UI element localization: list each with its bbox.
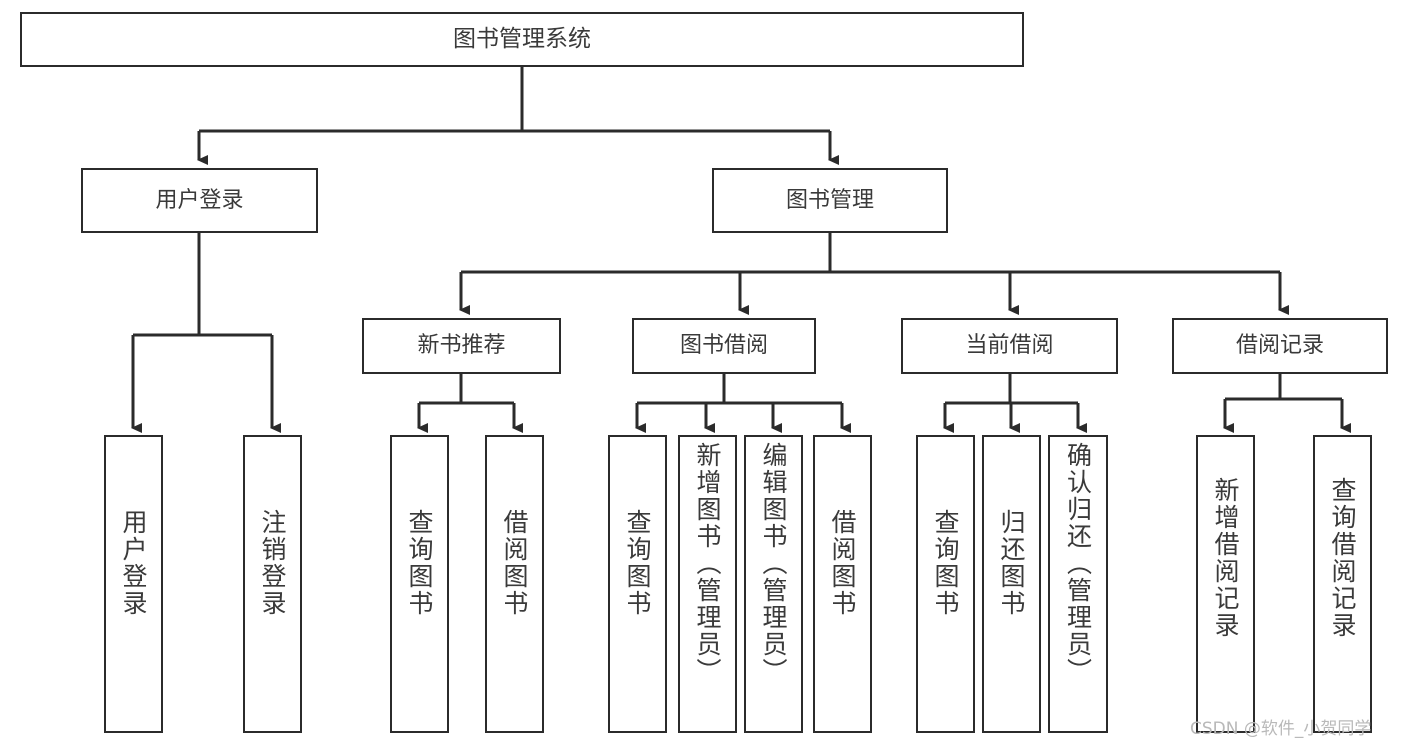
node-leaf-edit-book-admin[interactable]: 编辑图书（管理员）: [744, 435, 803, 733]
node-leaf-edit-book-admin-label: 编辑图书（管理员）: [759, 442, 788, 685]
node-book-management-label: 图书管理: [785, 187, 874, 213]
node-root-system[interactable]: 图书管理系统: [20, 12, 1024, 67]
node-leaf-confirm-return-admin[interactable]: 确认归还（管理员）: [1048, 435, 1108, 733]
csdn-watermark: CSDN @软件_小贺同学: [1190, 719, 1372, 739]
node-leaf-add-borrow-record[interactable]: 新增借阅记录: [1196, 435, 1255, 733]
node-book-borrow[interactable]: 图书借阅: [632, 318, 816, 374]
node-leaf-query-borrow-record-label: 查询借阅记录: [1328, 477, 1357, 639]
node-leaf-add-book-admin-label: 新增图书（管理员）: [693, 442, 722, 685]
node-leaf-query-book-current[interactable]: 查询图书: [916, 435, 975, 733]
node-leaf-logout[interactable]: 注销登录: [243, 435, 302, 733]
node-leaf-query-book-recommend[interactable]: 查询图书: [390, 435, 449, 733]
node-leaf-query-book-current-label: 查询图书: [931, 509, 960, 617]
node-leaf-return-book-label: 归还图书: [997, 509, 1026, 617]
node-leaf-borrow-book-label: 借阅图书: [828, 509, 857, 617]
node-borrow-records-label: 借阅记录: [1235, 333, 1324, 359]
node-current-borrow[interactable]: 当前借阅: [901, 318, 1118, 374]
node-leaf-query-book-borrow-label: 查询图书: [623, 509, 652, 617]
node-new-book-recommend-label: 新书推荐: [417, 333, 506, 359]
node-user-login[interactable]: 用户登录: [81, 168, 318, 233]
node-book-management[interactable]: 图书管理: [712, 168, 948, 233]
node-leaf-query-borrow-record[interactable]: 查询借阅记录: [1313, 435, 1372, 733]
node-leaf-return-book[interactable]: 归还图书: [982, 435, 1041, 733]
node-new-book-recommend[interactable]: 新书推荐: [362, 318, 561, 374]
node-leaf-borrow-book[interactable]: 借阅图书: [813, 435, 872, 733]
node-book-borrow-label: 图书借阅: [679, 333, 768, 359]
node-leaf-add-book-admin[interactable]: 新增图书（管理员）: [678, 435, 737, 733]
node-user-login-label: 用户登录: [155, 187, 244, 213]
node-leaf-borrow-book-recommend-label: 借阅图书: [500, 509, 529, 617]
node-leaf-borrow-book-recommend[interactable]: 借阅图书: [485, 435, 544, 733]
node-root-system-label: 图书管理系统: [453, 26, 591, 53]
node-current-borrow-label: 当前借阅: [965, 333, 1054, 359]
node-borrow-records[interactable]: 借阅记录: [1172, 318, 1388, 374]
node-leaf-user-login-label: 用户登录: [119, 509, 148, 617]
node-leaf-query-book-borrow[interactable]: 查询图书: [608, 435, 667, 733]
node-leaf-confirm-return-admin-label: 确认归还（管理员）: [1063, 442, 1093, 685]
node-leaf-query-book-recommend-label: 查询图书: [405, 509, 434, 617]
node-leaf-user-login[interactable]: 用户登录: [104, 435, 163, 733]
node-leaf-add-borrow-record-label: 新增借阅记录: [1211, 477, 1240, 639]
node-leaf-logout-label: 注销登录: [258, 509, 287, 617]
